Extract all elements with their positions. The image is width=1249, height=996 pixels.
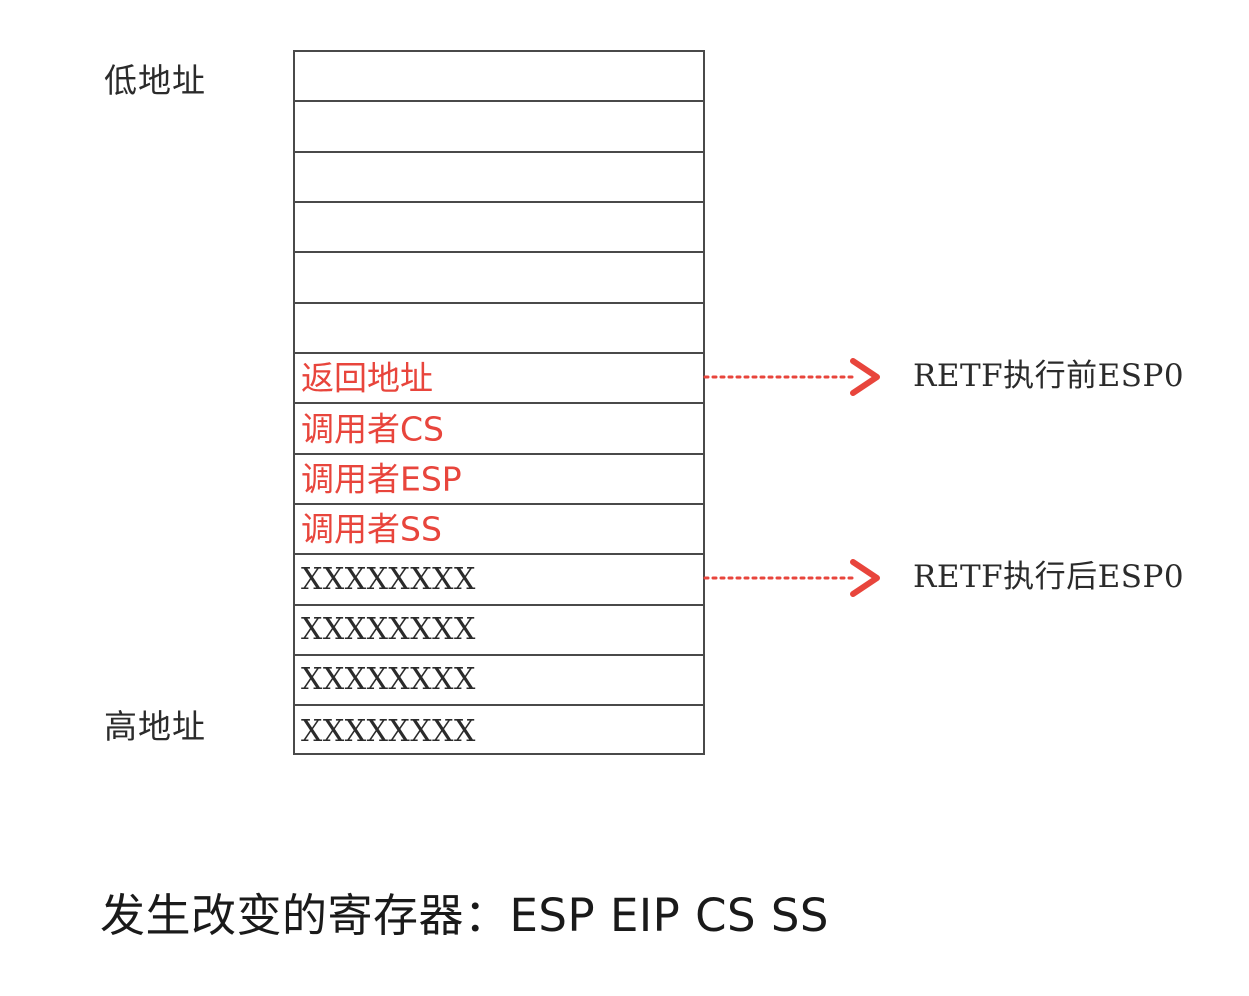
stack-row: XXXXXXXX	[295, 606, 703, 657]
low-address-label: 低地址	[104, 61, 206, 100]
stack-row	[295, 253, 703, 304]
arrowhead-icon	[850, 358, 880, 396]
high-address-label: 高地址	[104, 707, 206, 746]
stack-row: XXXXXXXX	[295, 706, 703, 756]
stack-row: XXXXXXXX	[295, 656, 703, 707]
stack-row-label: XXXXXXXX	[301, 662, 476, 698]
retf-after-label: RETF执行后ESP0	[913, 559, 1185, 595]
stack-row: 调用者SS	[295, 505, 703, 556]
stack-row: 调用者ESP	[295, 455, 703, 506]
stack-row: XXXXXXXX	[295, 555, 703, 606]
stack-row-label: 返回地址	[301, 358, 433, 398]
stack-row	[295, 203, 703, 254]
stack-row-label: 调用者SS	[301, 509, 442, 549]
stack-row	[295, 52, 703, 103]
stack-row-label: XXXXXXXX	[301, 611, 476, 647]
retf-after-arrow	[703, 559, 885, 597]
stack-row-label: XXXXXXXX	[301, 561, 476, 597]
retf-before-label: RETF执行前ESP0	[913, 358, 1185, 394]
stack-row: 返回地址	[295, 354, 703, 405]
changed-registers-caption: 发生改变的寄存器：ESP EIP CS SS	[100, 889, 830, 942]
stack-row-label: 调用者CS	[301, 409, 444, 449]
arrowhead-icon	[850, 559, 880, 597]
stack-row: 调用者CS	[295, 404, 703, 455]
stack-row	[295, 304, 703, 355]
stack-frame-table: 返回地址调用者CS 调用者ESP 调用者SS XXXXXXXX XXXXXXXX XXXX…	[293, 50, 705, 755]
stack-row-label: XXXXXXXX	[301, 713, 476, 749]
stack-row	[295, 102, 703, 153]
stack-row-label: 调用者ESP	[301, 459, 462, 499]
stack-row	[295, 153, 703, 204]
retf-before-arrow	[703, 358, 885, 396]
